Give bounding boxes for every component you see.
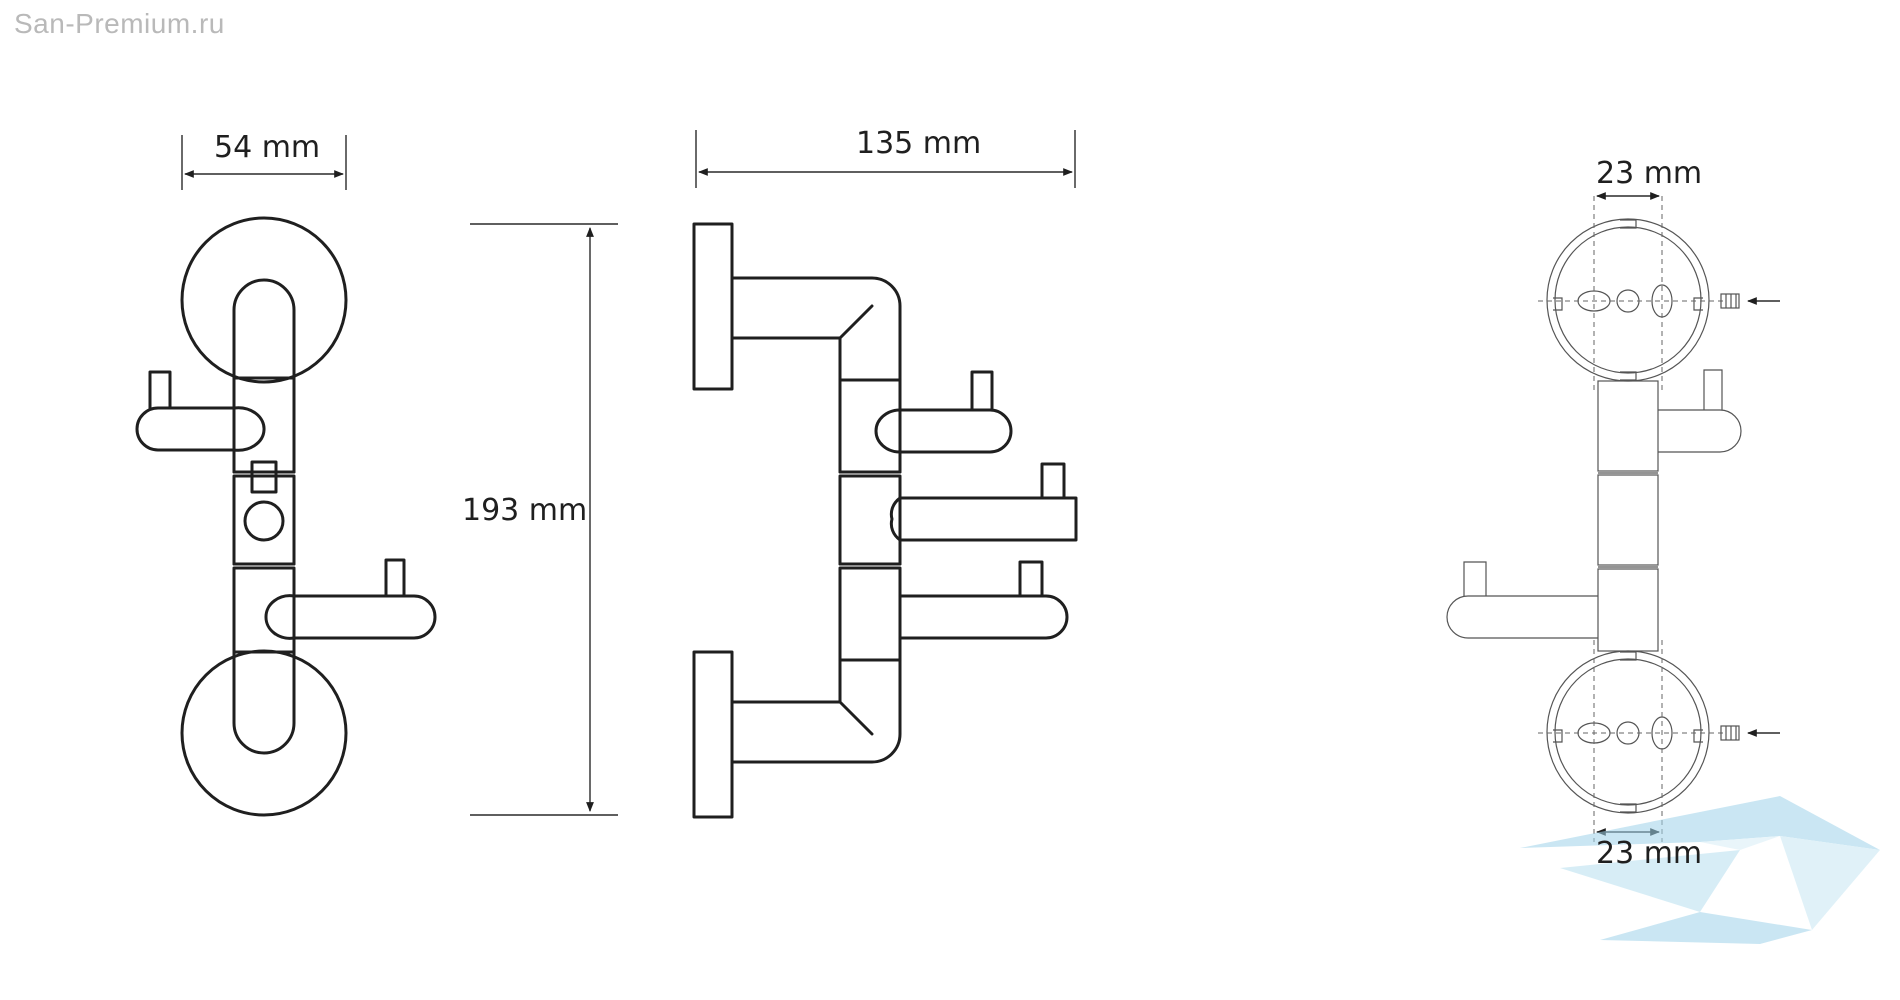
bottom-elbow [730, 658, 902, 764]
screw-spacing-bottom-label: 23 mm [1596, 836, 1703, 871]
side-hook-middle [889, 462, 1078, 542]
top-arm-loop [232, 278, 296, 382]
top-rosette [180, 216, 348, 384]
back-view [1446, 192, 1780, 842]
grub-screw-bottom [1720, 725, 1780, 741]
side-column [838, 378, 902, 662]
top-wall-plate [692, 222, 734, 391]
bottom-arm-loop [232, 649, 296, 755]
depth-dimension-line [695, 130, 1076, 188]
bottom-wall-plate [692, 650, 734, 819]
bottom-mounting-plate [1546, 650, 1710, 814]
width-dimension-line [181, 135, 347, 190]
width-dimension-label: 54 mm [214, 130, 321, 165]
front-hook-left [135, 370, 266, 452]
side-view [692, 130, 1078, 819]
depth-dimension-label: 135 mm [856, 126, 982, 161]
top-elbow [730, 276, 902, 382]
back-column [1597, 380, 1659, 652]
height-dimension-line [470, 223, 618, 816]
side-hook-bottom [898, 560, 1069, 640]
back-hook-left [1446, 561, 1598, 639]
front-hook-right [264, 558, 437, 640]
central-column [232, 376, 296, 654]
screw-spacing-top-label: 23 mm [1596, 156, 1703, 191]
centre-lines [1538, 196, 1724, 842]
height-dimension-label: 193 mm [462, 493, 588, 528]
bottom-rosette [180, 649, 348, 817]
grub-screw-top [1720, 293, 1780, 309]
site-watermark: San-Premium.ru [14, 8, 225, 39]
bathtub-logo-icon [1520, 796, 1880, 944]
side-hook-top [874, 370, 1013, 454]
top-mounting-plate [1546, 218, 1710, 382]
front-hook-middle [243, 460, 285, 542]
back-hook-right [1658, 369, 1742, 453]
front-view [135, 135, 618, 817]
